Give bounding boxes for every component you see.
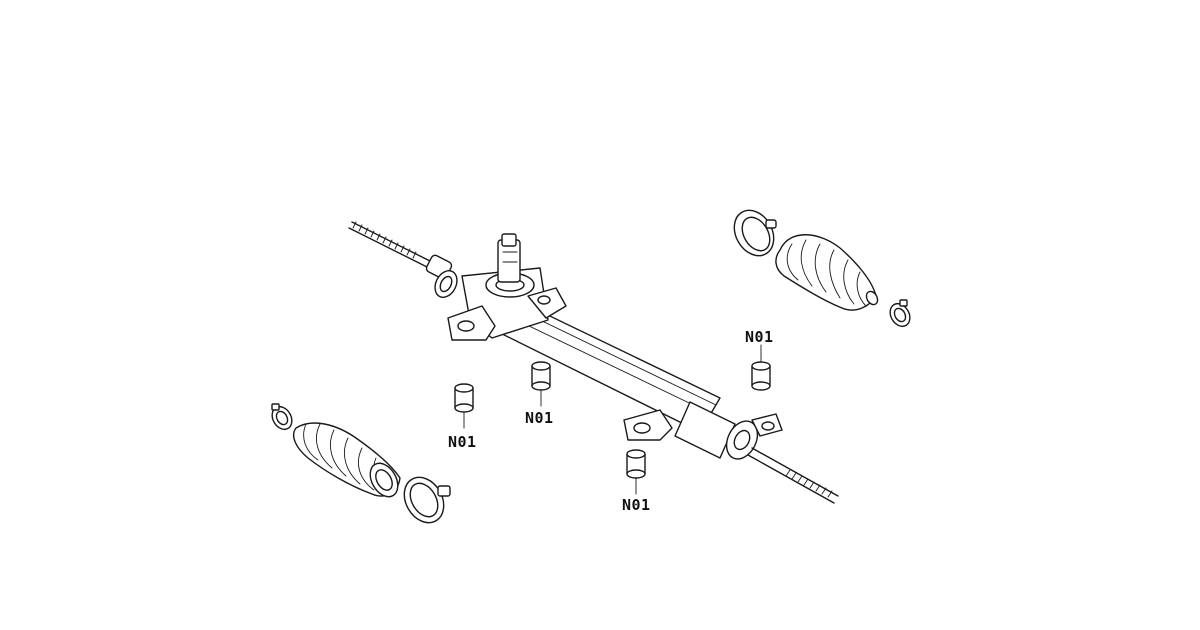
right-rack-end: [747, 447, 839, 504]
left-boot-small-clamp: [271, 403, 293, 431]
steering-rack-assembly: [348, 221, 839, 504]
left-boot-set: [271, 403, 451, 524]
right-boot-set: [733, 209, 911, 328]
rack-housing-tube: [485, 291, 759, 460]
bushing-n01-d: [626, 449, 646, 495]
right-dust-boot: [775, 234, 879, 311]
left-mount-bracket: [447, 287, 567, 341]
bushing-n01-a: [454, 383, 474, 429]
right-boot-large-clamp: [733, 209, 777, 257]
right-mount-bracket: [623, 409, 783, 441]
left-boot-large-clamp: [403, 476, 451, 524]
left-dust-boot: [292, 422, 401, 498]
callout-label-n01-d: N01: [622, 496, 651, 514]
right-boot-small-clamp: [889, 299, 911, 328]
callout-label-n01-b: N01: [525, 409, 554, 427]
bushing-n01-c: [751, 344, 771, 391]
left-rack-end: [348, 221, 458, 298]
callout-label-n01-c: N01: [745, 328, 774, 346]
bushing-n01-b: [531, 361, 551, 407]
callout-label-n01-a: N01: [448, 433, 477, 451]
